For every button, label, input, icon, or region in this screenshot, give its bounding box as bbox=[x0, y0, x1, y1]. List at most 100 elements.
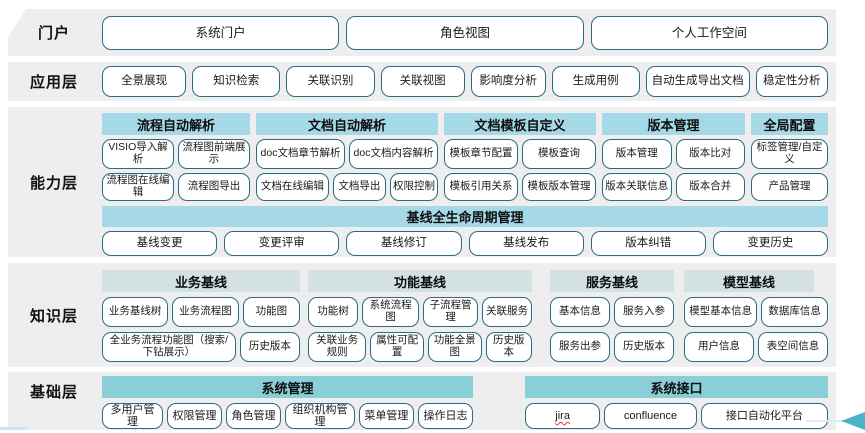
diagram-node[interactable]: 全业务流程功能图（搜索/下钻展示） bbox=[102, 332, 236, 362]
group-header-service-baseline: 服务基线 bbox=[550, 270, 674, 292]
diagram-node[interactable]: 影响度分析 bbox=[470, 66, 546, 97]
group-version-management: 版本管理 版本管理 版本比对 版本关联信息 版本合并 bbox=[602, 113, 745, 201]
diagram-node[interactable]: 文档在线编辑 bbox=[256, 173, 329, 201]
baseline-row: 基线变更 变更评审 基线修订 基线发布 版本纠错 变更历史 bbox=[102, 231, 829, 256]
layer-band-foundation: 基础层 系统管理 多用户管理 权限管理 角色管理 组织机构管理 菜单管理 操作日… bbox=[8, 372, 836, 430]
diagram-node[interactable]: 模板查询 bbox=[522, 139, 596, 169]
diagram-node[interactable]: 基线发布 bbox=[468, 231, 584, 256]
diagram-node[interactable]: confluence bbox=[604, 403, 697, 429]
diagram-node[interactable]: VISIO导入解析 bbox=[102, 139, 174, 169]
diagram-node[interactable]: 关联视图 bbox=[380, 66, 465, 97]
diagram-node[interactable]: 权限控制 bbox=[389, 173, 438, 201]
diagram-node[interactable]: 变更历史 bbox=[712, 231, 829, 256]
diagram-node[interactable]: 自动生成导出文档 bbox=[645, 66, 750, 97]
diagram-node[interactable]: 模板章节配置 bbox=[444, 139, 518, 169]
diagram-node[interactable]: 服务入参 bbox=[614, 297, 674, 327]
diagram-node[interactable]: 流程图在线编辑 bbox=[102, 173, 174, 201]
diagram-node[interactable]: 系统门户 bbox=[102, 15, 340, 50]
group-header-doc-auto-parse: 文档自动解析 bbox=[256, 113, 438, 135]
group-service-baseline: 服务基线 基本信息 服务入参 服务出参 历史版本 bbox=[550, 270, 674, 362]
diagram-node[interactable]: 变更评审 bbox=[224, 231, 340, 256]
diagram-node[interactable]: 系统流程图 bbox=[361, 297, 420, 327]
diagram-node[interactable]: 业务基线树 bbox=[102, 297, 169, 327]
group-global-config: 全局配置 标签管理/自定义 产品管理 bbox=[751, 113, 828, 201]
diagram-node[interactable]: 基线修订 bbox=[346, 231, 462, 256]
layer-label-knowledge: 知识层 bbox=[29, 307, 78, 325]
diagram-node[interactable]: 标签管理/自定义 bbox=[751, 139, 828, 169]
diagram-node[interactable]: 表空间信息 bbox=[758, 332, 828, 362]
jira-label: jira bbox=[555, 409, 570, 422]
diagram-node[interactable]: 数据库信息 bbox=[761, 297, 828, 327]
diagram-node[interactable]: 流程图导出 bbox=[178, 173, 250, 201]
group-header-baseline-lifecycle: 基线全生命周期管理 bbox=[102, 206, 828, 227]
group-header-system-interface: 系统接口 bbox=[525, 376, 828, 398]
diagram-node[interactable]: 关联识别 bbox=[286, 66, 375, 97]
group-header-process-auto-parse: 流程自动解析 bbox=[102, 113, 250, 135]
diagram-node[interactable]: 基本信息 bbox=[550, 297, 610, 327]
group-header-doc-template-custom: 文档模板自定义 bbox=[444, 113, 596, 135]
diagram-node[interactable]: 功能树 bbox=[308, 297, 358, 327]
group-header-model-baseline: 模型基线 bbox=[684, 270, 814, 292]
diagram-node[interactable]: 多用户管理 bbox=[102, 403, 163, 429]
diagram-node[interactable]: 菜单管理 bbox=[358, 403, 414, 429]
diagram-node[interactable]: 角色视图 bbox=[346, 15, 584, 50]
left-arrow-icon bbox=[841, 412, 865, 430]
layer-label-portal: 门户 bbox=[37, 25, 70, 42]
diagram-node[interactable]: 历史版本 bbox=[239, 332, 300, 362]
group-system-management: 系统管理 多用户管理 权限管理 角色管理 组织机构管理 菜单管理 操作日志 bbox=[102, 376, 473, 429]
diagram-node[interactable]: 版本比对 bbox=[675, 139, 745, 169]
diagram-node[interactable]: 历史版本 bbox=[485, 332, 532, 362]
group-header-function-baseline: 功能基线 bbox=[308, 270, 532, 292]
diagram-node[interactable]: 知识检索 bbox=[192, 66, 281, 97]
diagram-node[interactable]: 生成用例 bbox=[551, 66, 640, 97]
diagram-node[interactable]: 关联业务规则 bbox=[308, 332, 367, 362]
diagram-node[interactable]: 基线变更 bbox=[102, 231, 218, 256]
group-business-baseline: 业务基线 业务基线树 业务流程图 功能图 全业务流程功能图（搜索/下钻展示） 历… bbox=[102, 270, 300, 362]
layer-label-foundation: 基础层 bbox=[29, 384, 78, 401]
diagram-node[interactable]: 角色管理 bbox=[226, 403, 282, 429]
diagram-node[interactable]: 历史版本 bbox=[614, 332, 674, 362]
layer-band-knowledge: 知识层 业务基线 业务基线树 业务流程图 功能图 全业务流程功能图（搜索/下钻展… bbox=[8, 263, 836, 367]
foundation-content: 系统管理 多用户管理 权限管理 角色管理 组织机构管理 菜单管理 操作日志 系统… bbox=[100, 372, 836, 430]
diagram-node[interactable]: 版本管理 bbox=[602, 139, 672, 169]
diagram-node[interactable]: 子流程管理 bbox=[423, 297, 479, 327]
diagram-node[interactable]: 接口自动化平台 bbox=[700, 403, 828, 429]
diagram-node[interactable]: 用户信息 bbox=[684, 332, 754, 362]
layer-band-application: 应用层 全景展现 知识检索 关联识别 关联视图 影响度分析 生成用例 自动生成导… bbox=[8, 62, 836, 101]
bottom-edge-line-icon bbox=[0, 427, 28, 430]
group-function-baseline: 功能基线 功能树 系统流程图 子流程管理 关联服务 关联业务规则 属性可配置 功… bbox=[308, 270, 532, 362]
diagram-node[interactable]: 模板引用关系 bbox=[444, 173, 518, 201]
diagram-node[interactable]: 服务出参 bbox=[550, 332, 610, 362]
layer-label-application: 应用层 bbox=[29, 74, 78, 91]
group-doc-auto-parse: 文档自动解析 doc文档章节解析 doc文档内容解析 文档在线编辑 文档导出 权… bbox=[256, 113, 438, 201]
diagram-node[interactable]: 版本合并 bbox=[675, 173, 745, 201]
diagram-node[interactable]: jira bbox=[525, 403, 601, 429]
group-process-auto-parse: 流程自动解析 VISIO导入解析 流程图前端展示 流程图在线编辑 流程图导出 bbox=[102, 113, 250, 201]
diagram-node[interactable]: 组织机构管理 bbox=[285, 403, 355, 429]
diagram-node[interactable]: 业务流程图 bbox=[172, 297, 239, 327]
diagram-node[interactable]: 稳定性分析 bbox=[755, 66, 829, 97]
diagram-node[interactable]: doc文档章节解析 bbox=[256, 139, 345, 169]
diagram-node[interactable]: 权限管理 bbox=[166, 403, 223, 429]
diagram-node[interactable]: 模板版本管理 bbox=[522, 173, 596, 201]
layer-label-capability: 能力层 bbox=[29, 174, 78, 192]
knowledge-content: 业务基线 业务基线树 业务流程图 功能图 全业务流程功能图（搜索/下钻展示） 历… bbox=[100, 263, 836, 367]
diagram-node[interactable]: 版本关联信息 bbox=[602, 173, 672, 201]
diagram-node[interactable]: 产品管理 bbox=[751, 173, 828, 201]
layer-band-capability: 能力层 流程自动解析 VISIO导入解析 流程图前端展示 流程图在线编辑 流程图… bbox=[8, 107, 836, 257]
diagram-node[interactable]: doc文档内容解析 bbox=[349, 139, 438, 169]
diagram-node[interactable]: 版本纠错 bbox=[590, 231, 706, 256]
diagram-node[interactable]: 全景展现 bbox=[102, 66, 187, 97]
diagram-node[interactable]: 功能全景图 bbox=[427, 332, 482, 362]
diagram-node[interactable]: 模型基本信息 bbox=[684, 297, 758, 327]
diagram-node[interactable]: 文档导出 bbox=[332, 173, 386, 201]
diagram-node[interactable]: 功能图 bbox=[242, 297, 300, 327]
application-content: 全景展现 知识检索 关联识别 关联视图 影响度分析 生成用例 自动生成导出文档 … bbox=[100, 62, 836, 101]
diagram-node[interactable]: 操作日志 bbox=[417, 403, 473, 429]
group-header-version-management: 版本管理 bbox=[602, 113, 745, 135]
diagram-node[interactable]: 个人工作空间 bbox=[590, 15, 828, 50]
diagram-node[interactable]: 关联服务 bbox=[482, 297, 532, 327]
diagram-node[interactable]: 属性可配置 bbox=[370, 332, 424, 362]
diagram-node[interactable]: 流程图前端展示 bbox=[178, 139, 250, 169]
